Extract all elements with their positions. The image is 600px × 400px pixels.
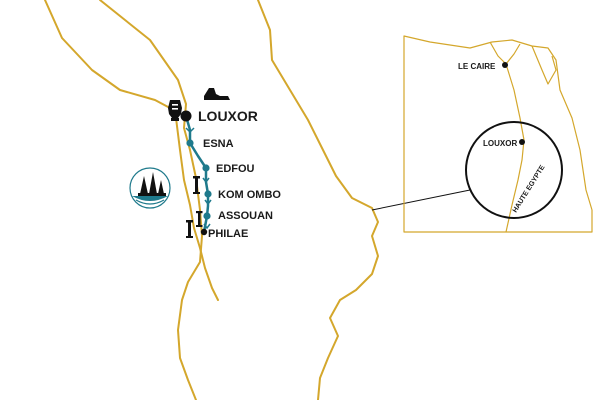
route-arrow — [185, 127, 195, 134]
stop-label-assouan: ASSOUAN — [218, 210, 273, 222]
route-arrow — [202, 177, 210, 184]
west-bank-outline — [175, 117, 219, 301]
stop-marker-philae — [200, 228, 208, 236]
inset-city-label-louxor: LOUXOR — [483, 139, 517, 148]
inset-sinai-outline — [531, 45, 557, 85]
felucca-boat-icon — [129, 167, 171, 209]
stop-marker-assouan — [203, 212, 211, 220]
stop-marker-edfou — [202, 164, 210, 172]
inset-delta-outline — [489, 41, 521, 65]
inset-city-dot-louxor — [519, 139, 525, 145]
inset-city-label-le-caire: LE CAIRE — [458, 62, 496, 71]
route-arrow — [204, 199, 212, 206]
stop-label-edfou: EDFOU — [216, 163, 255, 175]
pharaoh-bust-icon — [168, 100, 182, 121]
haute-egypte-circle — [465, 121, 563, 219]
stop-marker-esna — [186, 139, 194, 147]
east-bank-outline — [44, 0, 171, 109]
obelisk-icon — [196, 211, 203, 227]
obelisk-icon — [186, 220, 193, 238]
obelisk-icon — [193, 176, 200, 194]
inset-nile-outline — [505, 63, 525, 233]
inset-egypt-outline — [403, 35, 593, 233]
cruise-route-line — [184, 114, 210, 234]
stop-marker-kom-ombo — [204, 190, 212, 198]
inset-connector-line — [371, 189, 471, 211]
stop-label-kom-ombo: KOM OMBO — [218, 189, 281, 201]
stop-label-philae: PHILAE — [208, 228, 248, 240]
stop-label-esna: ESNA — [203, 138, 234, 150]
stop-marker-louxor — [180, 110, 192, 122]
haute-egypte-label: HAUTE EGYPTE — [512, 164, 547, 214]
stop-label-louxor: LOUXOR — [198, 108, 258, 124]
valley-edge-outline — [99, 0, 203, 400]
sphinx-icon — [204, 88, 230, 100]
inset-city-dot-le-caire — [502, 62, 508, 68]
route-arrow — [203, 223, 211, 230]
eastern-coast-outline — [257, 0, 379, 400]
